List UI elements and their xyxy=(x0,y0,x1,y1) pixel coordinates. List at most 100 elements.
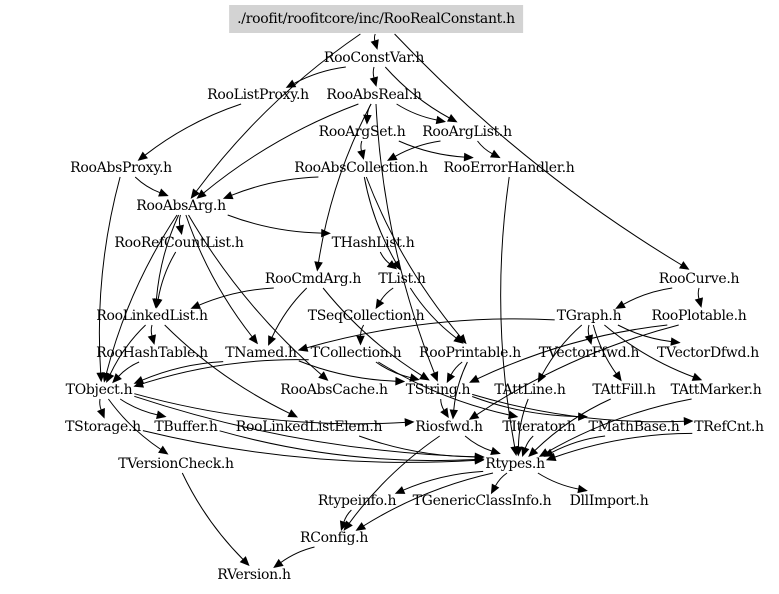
node-RooAbsProxy[interactable]: RooAbsProxy.h xyxy=(70,160,172,176)
node-RooPlotable[interactable]: RooPlotable.h xyxy=(651,308,747,324)
edge-TString-to-TMathBase xyxy=(472,396,579,418)
edge-TAttLine-to-Rtypes xyxy=(517,398,529,448)
arrowhead-TRefCnt-to-Rtypes xyxy=(545,452,557,461)
node-TVectorDfwd[interactable]: TVectorDfwd.h xyxy=(657,345,759,361)
edge-Rtypes-to-Rtypeinfo xyxy=(403,470,484,491)
edge-RooListProxy-to-RooAbsProxy xyxy=(144,103,242,156)
node-TAttFill[interactable]: TAttFill.h xyxy=(592,382,656,398)
node-TGenericClassInfo[interactable]: TGenericClassInfo.h xyxy=(412,493,552,509)
edge-root-to-RooConstVar xyxy=(373,33,376,42)
node-DllImport[interactable]: DllImport.h xyxy=(569,493,649,509)
node-TString[interactable]: TString.h xyxy=(405,382,471,398)
node-RooAbsCollection[interactable]: RooAbsCollection.h xyxy=(294,160,428,176)
arrowhead-RooAbsReal-to-RooArgSet xyxy=(363,114,372,125)
edge-RooAbsArg-to-THashList xyxy=(227,214,322,234)
node-TBuffer[interactable]: TBuffer.h xyxy=(154,419,218,435)
node-TAttLine[interactable]: TAttLine.h xyxy=(494,382,566,398)
arrowhead-THashList-to-TList xyxy=(386,260,398,270)
node-RooHashTable[interactable]: RooHashTable.h xyxy=(96,345,208,361)
node-RooRefCountList[interactable]: RooRefCountList.h xyxy=(114,235,244,251)
arrowhead-TCollection-to-TObject xyxy=(133,379,145,388)
node-TVectorFfwd[interactable]: TVectorFfwd.h xyxy=(538,345,640,361)
node-RooPrintable[interactable]: RooPrintable.h xyxy=(419,345,521,361)
node-TRefCnt[interactable]: TRefCnt.h xyxy=(694,419,764,435)
node-RooAbsReal[interactable]: RooAbsReal.h xyxy=(326,87,422,103)
edge-RooConstVar-to-RooListProxy xyxy=(293,66,346,85)
edge-Riosfwd-to-RConfig xyxy=(348,435,440,524)
node-TGraph[interactable]: TGraph.h xyxy=(556,308,622,324)
node-TAttMarker[interactable]: TAttMarker.h xyxy=(670,382,762,398)
arrowhead-RooAbsReal-to-RooCmdArg xyxy=(314,261,323,272)
node-TCollection[interactable]: TCollection.h xyxy=(310,345,402,361)
edge-RooArgSet-to-RooAbsCollection xyxy=(360,140,363,152)
edge-RooErrorHandler-to-Rtypes xyxy=(500,176,516,448)
edge-RooConstVar-to-RooArgList xyxy=(384,66,450,119)
node-RConfig[interactable]: RConfig.h xyxy=(299,530,369,546)
edge-RooCmdArg-to-TString xyxy=(322,287,423,377)
edge-TObject-to-Rtypes xyxy=(134,395,476,458)
node-Riosfwd[interactable]: Riosfwd.h xyxy=(415,419,483,435)
node-Rtypes[interactable]: Rtypes.h xyxy=(485,456,545,472)
node-RooLinkedListElem[interactable]: RooLinkedListElem.h xyxy=(235,419,383,435)
node-root[interactable]: ./roofit/roofitcore/inc/RooRealConstant.… xyxy=(229,5,523,33)
arrowhead-RooCmdArg-to-TString xyxy=(419,371,430,381)
arrowhead-RConfig-to-RVersion xyxy=(273,558,284,569)
node-TObject[interactable]: TObject.h xyxy=(65,382,133,398)
edge-RooPlotable-to-Riosfwd xyxy=(476,324,679,416)
node-RooCurve[interactable]: RooCurve.h xyxy=(658,271,740,287)
edge-RooArgList-to-RooErrorHandler xyxy=(477,140,493,155)
node-RooAbsArg[interactable]: RooAbsArg.h xyxy=(136,198,226,214)
edge-TIterator-to-Rtypes xyxy=(524,435,534,449)
edge-RConfig-to-RVersion xyxy=(280,546,315,564)
arrowhead-TGraph-to-TAttFill xyxy=(612,370,622,382)
arrowhead-TGraph-to-TNamed xyxy=(297,343,309,352)
edge-RooAbsCollection-to-TList xyxy=(363,176,397,263)
arrowhead-RooAbsArg-to-RooRefCountList xyxy=(175,224,184,236)
edge-TAttMarker-to-Rtypes xyxy=(546,398,692,453)
edge-RooCurve-to-RooPlotable xyxy=(697,287,700,300)
edge-TGraph-to-TAttMarker xyxy=(604,324,694,378)
arrowhead-TAttFill-to-Rtypes xyxy=(528,447,539,457)
node-TList[interactable]: TList.h xyxy=(378,271,426,287)
node-TSeqCollection[interactable]: TSeqCollection.h xyxy=(307,308,425,324)
node-TNamed[interactable]: TNamed.h xyxy=(225,345,297,361)
arrowhead-TGraph-to-TVectorDfwd xyxy=(670,337,681,346)
edge-TStorage-to-Rtypes xyxy=(142,430,476,463)
arrowhead-root-to-RooConstVar xyxy=(370,39,379,50)
arrowhead-TObject-to-TStorage xyxy=(97,408,105,419)
edge-RooRefCountList-to-RooLinkedList xyxy=(157,251,177,300)
edge-RooAbsProxy-to-TObject xyxy=(98,176,121,374)
arrowhead-RooLinkedList-to-RooHashTable xyxy=(147,334,157,345)
arrowhead-TVersionCheck-to-RVersion xyxy=(239,556,250,566)
node-TMathBase[interactable]: TMathBase.h xyxy=(588,419,680,435)
node-RooErrorHandler[interactable]: RooErrorHandler.h xyxy=(443,160,575,176)
edge-RooArgSet-to-RooErrorHandler xyxy=(398,140,465,158)
node-RooLinkedList[interactable]: RooLinkedList.h xyxy=(96,308,208,324)
edge-TString-to-Riosfwd xyxy=(440,398,445,411)
node-TIterator[interactable]: TIterator.h xyxy=(502,419,576,435)
node-RooListProxy[interactable]: RooListProxy.h xyxy=(207,87,309,103)
node-RooConstVar[interactable]: RooConstVar.h xyxy=(323,50,425,66)
node-Rtypeinfo[interactable]: Rtypeinfo.h xyxy=(317,493,397,509)
arrowhead-RooArgList-to-RooErrorHandler xyxy=(489,149,501,159)
arrowhead-Rtypes-to-RConfig xyxy=(355,522,367,531)
edge-RooAbsReal-to-RooArgList xyxy=(396,103,437,121)
node-RooCmdArg[interactable]: RooCmdArg.h xyxy=(264,271,362,287)
node-TVersionCheck[interactable]: TVersionCheck.h xyxy=(118,456,234,472)
arrowhead-RooCurve-to-RooPlotable xyxy=(694,297,704,308)
edge-RooAbsProxy-to-RooAbsArg xyxy=(134,176,161,194)
node-THashList[interactable]: THashList.h xyxy=(331,235,415,251)
node-TStorage[interactable]: TStorage.h xyxy=(65,419,141,435)
arrowhead-Riosfwd-to-Rtypes xyxy=(490,446,501,455)
node-RooAbsCache[interactable]: RooAbsCache.h xyxy=(280,382,388,398)
edge-TCollection-to-TIterator xyxy=(378,361,510,416)
arrowhead-Rtypes-to-Rtypeinfo xyxy=(394,486,406,494)
arrowhead-RooAbsProxy-to-RooAbsArg xyxy=(158,188,169,197)
node-RVersion[interactable]: RVersion.h xyxy=(217,567,291,583)
edge-THashList-to-TList xyxy=(379,251,391,265)
node-RooArgSet[interactable]: RooArgSet.h xyxy=(318,124,406,140)
arrowhead-RooCmdArg-to-TNamed xyxy=(268,335,277,346)
arrowhead-RooAbsCollection-to-RooAbsArg xyxy=(222,191,234,200)
node-RooArgList[interactable]: RooArgList.h xyxy=(422,124,512,140)
